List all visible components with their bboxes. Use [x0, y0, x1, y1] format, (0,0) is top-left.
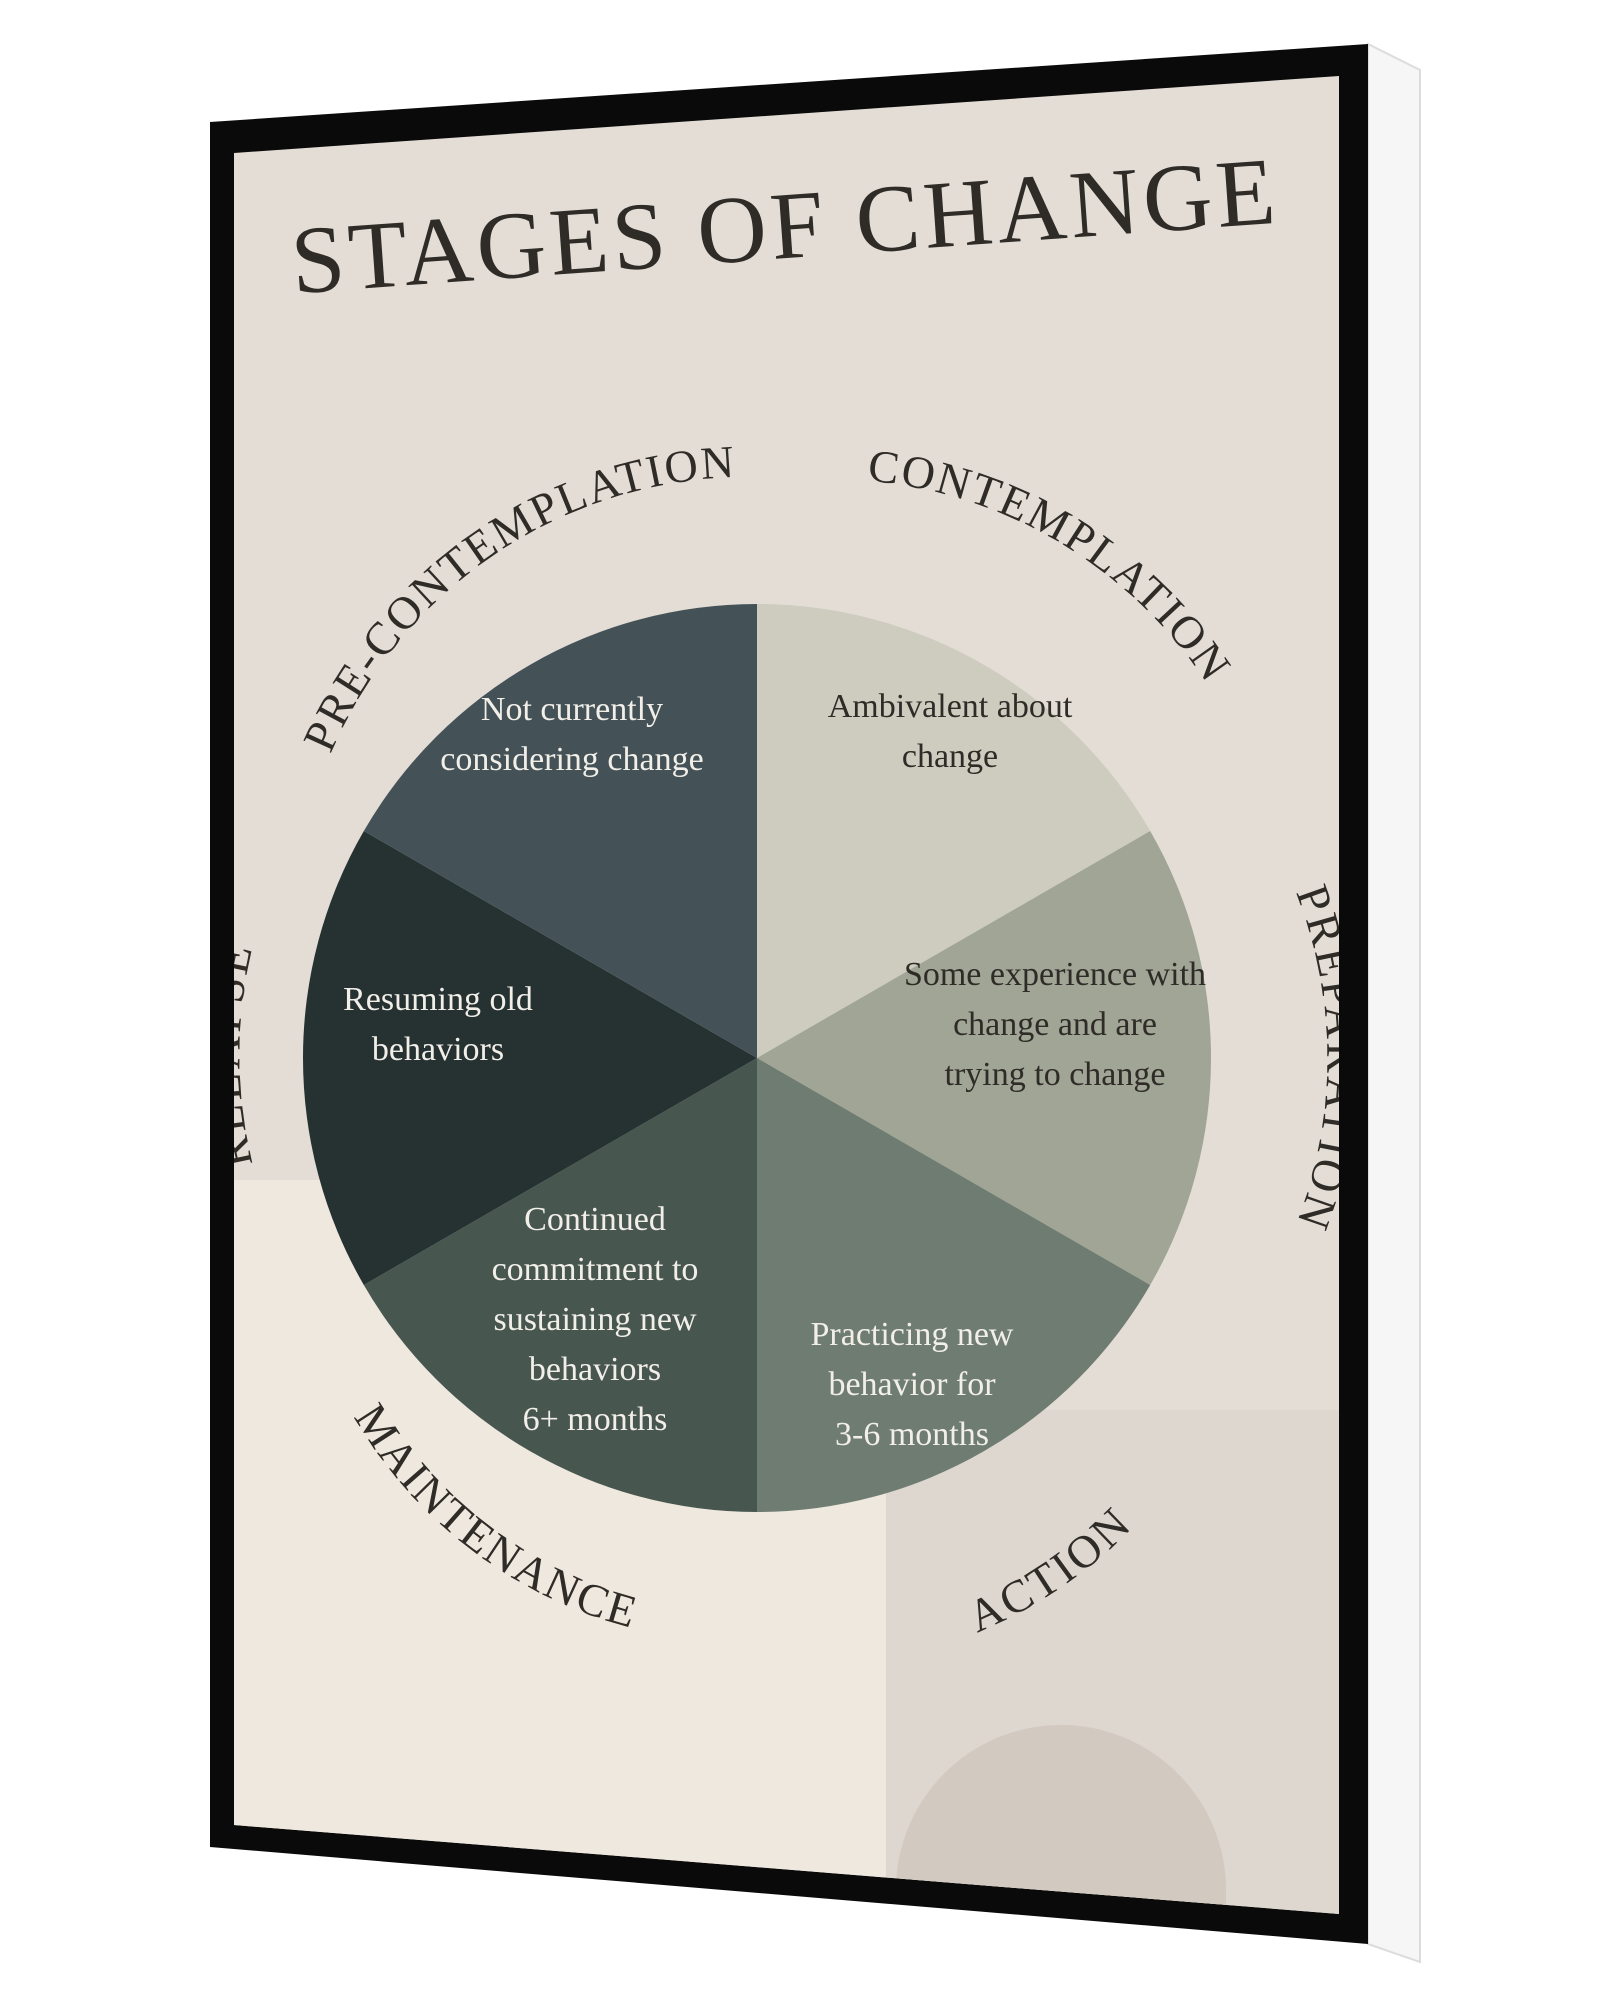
description-line: behaviors	[529, 1351, 661, 1388]
description-line: Ambivalent about	[828, 688, 1073, 725]
stage-description-preparation: Some experience with change and are trying…	[904, 956, 1206, 1093]
description-line: considering change	[440, 741, 703, 778]
pie-slice-pre-contemplation	[363, 604, 757, 1058]
stage-description-contemplation: Ambivalent about change	[828, 688, 1073, 775]
canvas-side-edge	[1367, 42, 1421, 1964]
description-line: commitment to	[492, 1251, 699, 1288]
description-line: sustaining new	[493, 1301, 696, 1338]
description-line: behavior for	[828, 1366, 996, 1403]
description-line: change and are	[953, 1006, 1157, 1043]
pie-slice-relapse	[302, 831, 757, 1285]
pie-slice-preparation	[757, 831, 1211, 1285]
description-line: Continued	[524, 1201, 666, 1238]
stage-description-action: Practicing new behavior for 3-6 months	[811, 1316, 1014, 1453]
description-line: change	[902, 738, 998, 775]
stage-description-maintenance: Continued commitment to sustaining new beha…	[492, 1201, 699, 1438]
stage-description-relapse: Resuming old behaviors	[343, 981, 533, 1068]
description-line: trying to change	[945, 1056, 1166, 1093]
description-line: 3-6 months	[835, 1416, 989, 1453]
decor-arch	[896, 1725, 1226, 1914]
stage-description-pre-contemplation: Not currently considering change	[440, 691, 703, 778]
description-line: Some experience with	[904, 956, 1206, 993]
description-line: Practicing new	[811, 1316, 1014, 1353]
description-line: 6+ months	[523, 1401, 668, 1438]
stages-pie-chart	[302, 604, 1211, 1512]
description-line: behaviors	[372, 1031, 504, 1068]
description-line: Not currently	[481, 691, 663, 728]
pie-slice-maintenance	[363, 1058, 757, 1512]
pie-slice-contemplation	[757, 604, 1151, 1058]
description-line: Resuming old	[343, 981, 533, 1018]
pie-slice-action	[757, 1058, 1151, 1512]
